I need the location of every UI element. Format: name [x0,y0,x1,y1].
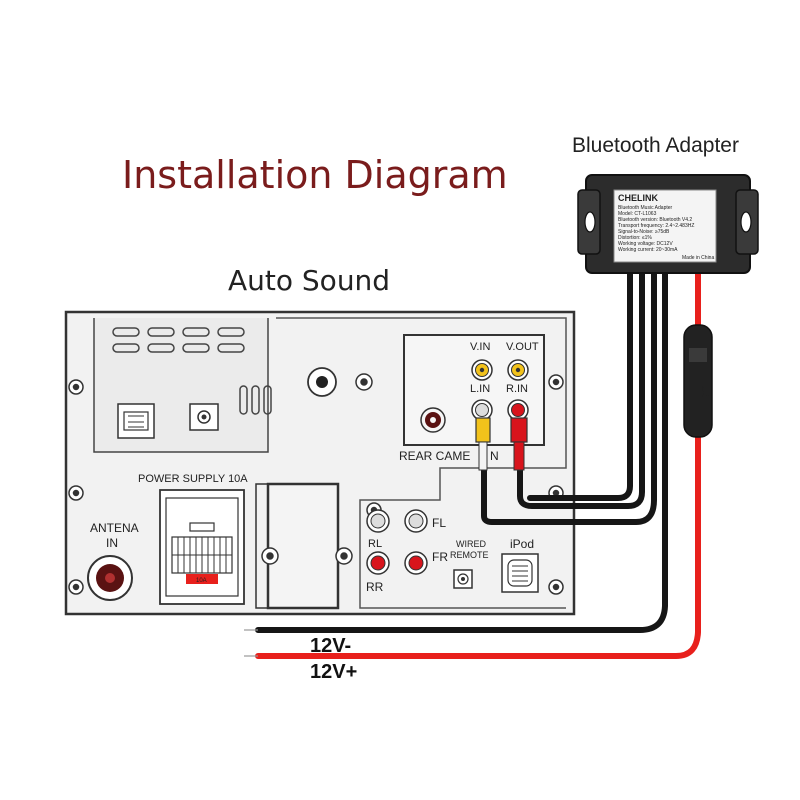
fr-label: FR [432,550,448,564]
adapter-brand: CHELINK [618,193,658,203]
wire-ends [244,629,258,657]
wire-12v-negative [255,269,668,633]
rr-label: RR [366,580,384,594]
sticker-line: Distortion: ≤1% [618,235,652,241]
bluetooth-adapter: CHELINK Bluetooth Music Adapter Model: C… [577,174,759,274]
sticker-line: Signal-to-Noise: ≥75dB [618,229,670,235]
wire-12v-positive [255,269,701,659]
adapter-label: Bluetooth Adapter [572,134,739,157]
wired-remote-label-line1: WIRED [456,539,486,549]
sticker-line: Working voltage: DC12V [618,241,673,247]
adapter-sticker [613,189,717,263]
label-12v-positive: 12V+ [310,661,357,683]
mount-hole-left [584,211,596,233]
antenna-label-line2: IN [106,536,118,550]
panel-screws [68,373,564,595]
ground-bolt [307,367,337,397]
mount-hole-right [740,211,752,233]
diagram-subtitle: Auto Sound [228,264,390,297]
antenna-label-line1: ANTENA [90,521,139,535]
sticker-line: Bluetooth version: Bluetooth V4.2 [618,217,692,223]
r-in-label: R.IN [506,383,528,395]
ipod-label: iPod [510,537,534,551]
sticker-line: Working current: 20~30mA [618,247,678,253]
v-in-label: V.IN [470,341,490,353]
aux-connector [117,403,155,439]
fuse-label: FUSE [699,378,711,407]
wired-remote-jack [453,569,473,589]
sticker-line: Model: CT-L1063 [618,211,657,217]
rca-plug-left [475,417,491,443]
sticker-line: Transport frequency: 2.4~2.483HZ [618,223,694,229]
audio-cable-top [527,269,633,501]
wired-remote-label-line2: REMOTE [450,550,489,560]
diagram-title: Installation Diagram [122,153,508,197]
audio-cable-outer [517,269,645,509]
rl-label: RL [368,538,382,550]
adapter-sticker-footer: Made in China [682,255,714,261]
v-out-label: V.OUT [506,341,539,353]
fl-label: FL [432,516,446,530]
rca-plugs [475,417,528,471]
small-square-connector [189,403,219,431]
l-in-label: L.IN [470,383,490,395]
power-supply-label: POWER SUPPLY 10A [138,473,248,485]
rca-plug-right [510,417,528,443]
speaker-jacks [366,509,428,575]
rear-camera-label-tail: N [490,449,499,463]
rear-camera-label: REAR CAME [399,449,470,463]
sticker-line: Bluetooth Music Adapter [618,205,673,211]
head-unit-panel: V.IN V.OUT L.IN R.IN REAR CAME N POWER S… [64,310,576,616]
adapter-sticker-lines: Bluetooth Music Adapter Model: CT-L1063 … [618,205,694,253]
audio-cable-inner [481,269,657,525]
inline-fuse: FUSE [683,324,713,438]
wiring [255,269,701,659]
power-supply-connector: 10A [159,489,245,605]
vent-slots [112,327,272,415]
ipod-connector [501,553,539,593]
antenna-jack [87,555,133,601]
label-12v-negative: 12V- [310,635,351,657]
connector-tag: 10A [196,578,207,584]
